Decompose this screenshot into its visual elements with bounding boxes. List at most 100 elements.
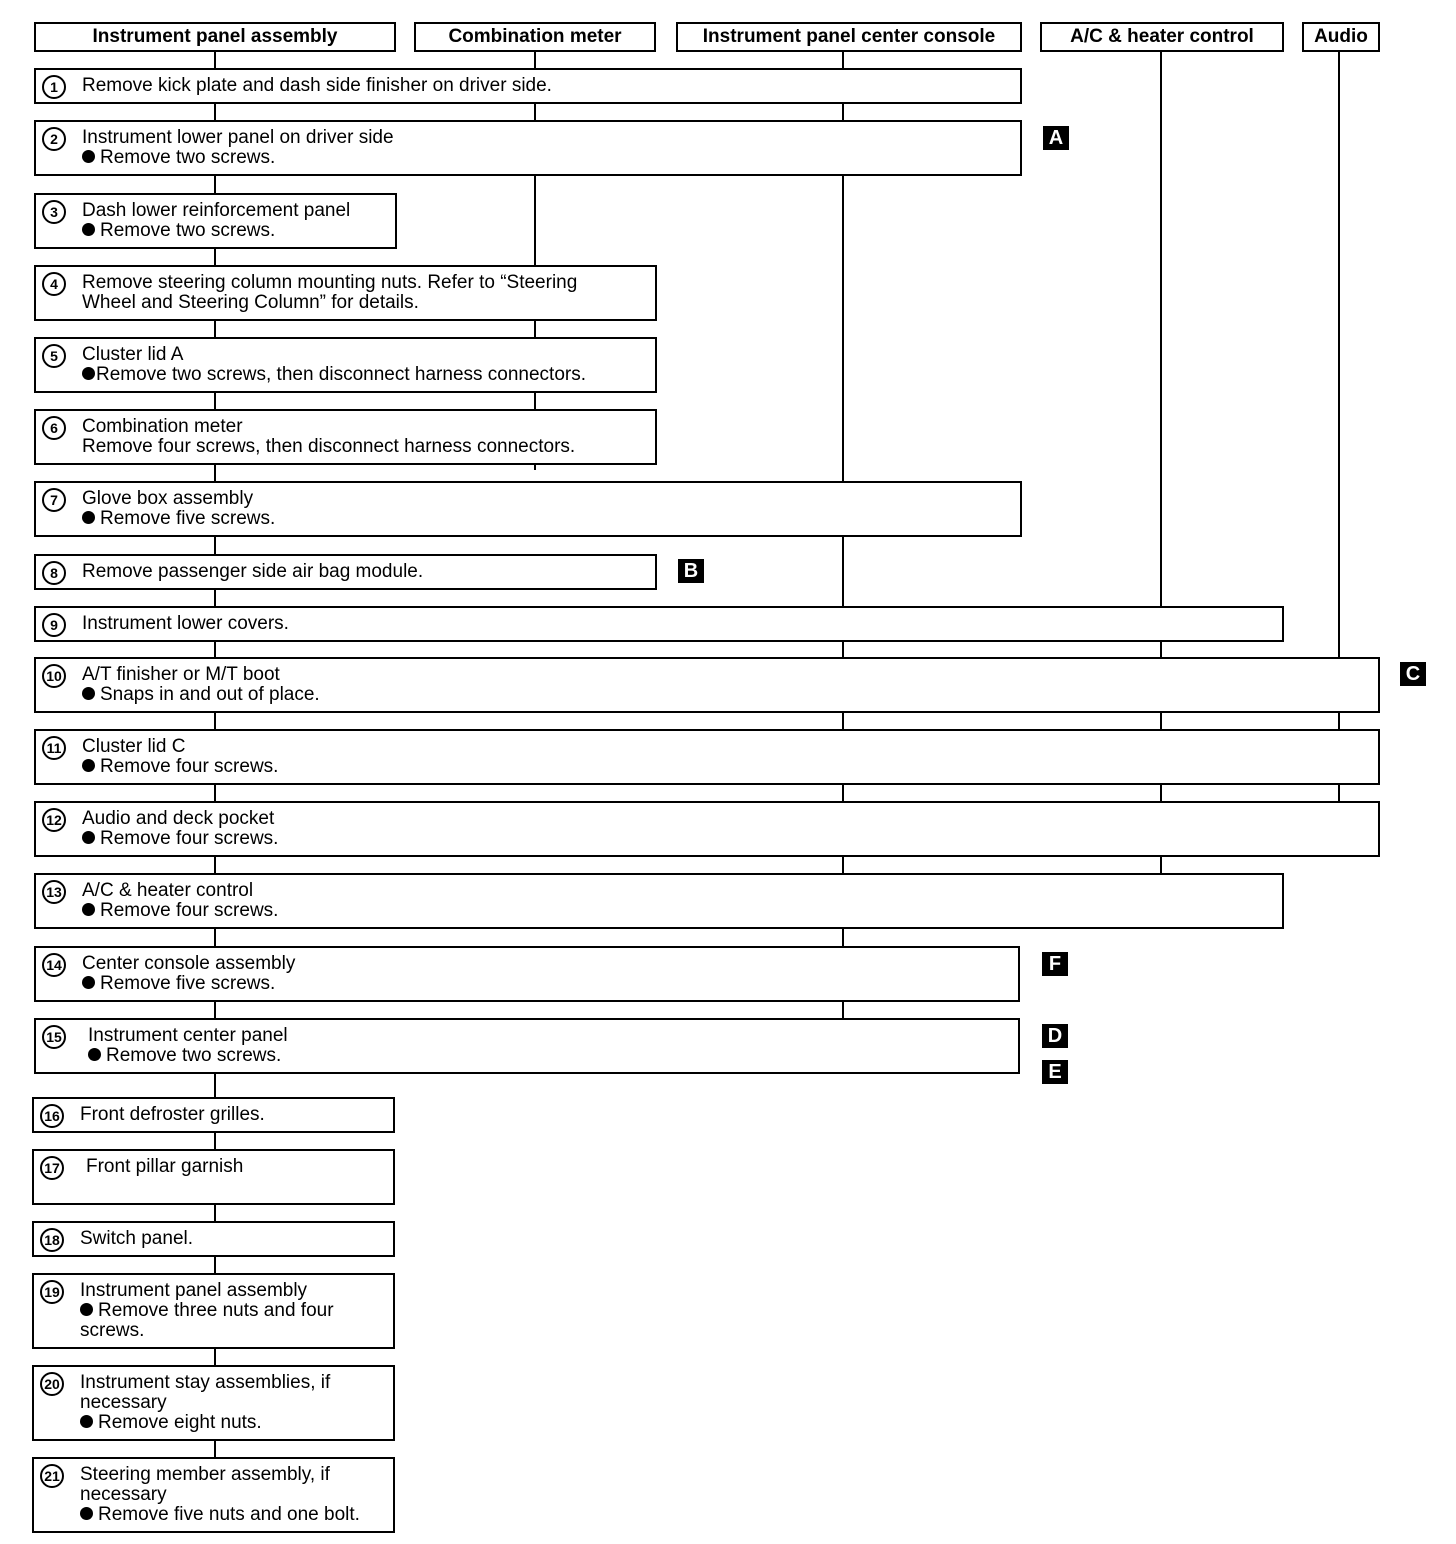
step-text: Front pillar garnish <box>86 1156 244 1177</box>
step-5-box: 5 Cluster lid A Remove two screws, then … <box>34 337 657 393</box>
step-3-box: 3 Dash lower reinforcement panel Remove … <box>34 193 397 249</box>
step-detail: Remove three nuts and four <box>98 1300 334 1321</box>
step-number-badge: 21 <box>40 1464 64 1488</box>
flow-line-combination-meter <box>534 50 536 470</box>
bullet-icon <box>82 831 95 844</box>
step-detail: Remove two screws. <box>106 1045 282 1066</box>
step-12-box: 12 Audio and deck pocket Remove four scr… <box>34 801 1380 857</box>
step-text: A/T finisher or M/T boot <box>82 664 280 685</box>
step-number-badge: 3 <box>42 200 66 224</box>
step-text: Instrument lower covers. <box>82 613 289 634</box>
reference-marker-b: B <box>678 559 704 583</box>
step-text: Cluster lid A <box>82 344 184 365</box>
step-21-box: 21 Steering member assembly, if necessar… <box>32 1457 395 1533</box>
step-number-badge: 2 <box>42 127 66 151</box>
step-text-continued: necessary <box>80 1392 167 1413</box>
step-text: Audio and deck pocket <box>82 808 275 829</box>
reference-marker-a: A <box>1043 126 1069 150</box>
step-1-box: 1 Remove kick plate and dash side finish… <box>34 68 1022 104</box>
step-text-continued: necessary <box>80 1484 167 1505</box>
step-detail: Remove five screws. <box>100 508 276 529</box>
step-number-badge: 12 <box>42 808 66 832</box>
step-number-badge: 15 <box>42 1025 66 1049</box>
step-text: A/C & heater control <box>82 880 254 901</box>
header-combination-meter: Combination meter <box>414 22 656 52</box>
step-number-badge: 19 <box>40 1280 64 1304</box>
step-detail: Remove four screws. <box>100 828 279 849</box>
step-text: Cluster lid C <box>82 736 186 757</box>
bullet-icon <box>80 1415 93 1428</box>
step-text: Combination meter <box>82 416 243 437</box>
step-7-box: 7 Glove box assembly Remove five screws. <box>34 481 1022 537</box>
step-detail: Remove two screws, then disconnect harne… <box>96 364 587 385</box>
step-15-box: 15 Instrument center panel Remove two sc… <box>34 1018 1020 1074</box>
flow-line-audio <box>1338 50 1340 805</box>
step-text: Remove kick plate and dash side finisher… <box>82 75 552 96</box>
step-14-box: 14 Center console assembly Remove five s… <box>34 946 1020 1002</box>
step-detail: Remove two screws. <box>100 147 276 168</box>
step-number-badge: 10 <box>42 664 66 688</box>
reference-marker-f: F <box>1042 952 1068 976</box>
header-instrument-panel-center-console: Instrument panel center console <box>676 22 1022 52</box>
header-instrument-panel-assembly: Instrument panel assembly <box>34 22 396 52</box>
step-text: Instrument panel assembly <box>80 1280 308 1301</box>
bullet-icon <box>82 759 95 772</box>
bullet-icon <box>82 903 95 916</box>
bullet-icon <box>80 1303 93 1316</box>
step-number-badge: 20 <box>40 1372 64 1396</box>
bullet-icon <box>82 976 95 989</box>
step-13-box: 13 A/C & heater control Remove four scre… <box>34 873 1284 929</box>
step-18-box: 18 Switch panel. <box>32 1221 395 1257</box>
bullet-icon <box>80 1507 93 1520</box>
bullet-icon <box>82 150 95 163</box>
reference-marker-d: D <box>1042 1024 1068 1048</box>
step-11-box: 11 Cluster lid C Remove four screws. <box>34 729 1380 785</box>
step-8-box: 8 Remove passenger side air bag module. <box>34 554 657 590</box>
step-10-box: 10 A/T finisher or M/T boot Snaps in and… <box>34 657 1380 713</box>
step-detail: Remove four screws, then disconnect harn… <box>82 436 576 457</box>
step-2-box: 2 Instrument lower panel on driver side … <box>34 120 1022 176</box>
step-number-badge: 9 <box>42 613 66 637</box>
step-text: Instrument lower panel on driver side <box>82 127 394 148</box>
step-text: Remove passenger side air bag module. <box>82 561 424 582</box>
step-19-box: 19 Instrument panel assembly Remove thre… <box>32 1273 395 1349</box>
step-number-badge: 4 <box>42 272 66 296</box>
step-number-badge: 13 <box>42 880 66 904</box>
step-text: Instrument stay assemblies, if <box>80 1372 331 1393</box>
step-detail: Snaps in and out of place. <box>100 684 320 705</box>
step-4-box: 4 Remove steering column mounting nuts. … <box>34 265 657 321</box>
step-detail: Remove four screws. <box>100 756 279 777</box>
step-9-box: 9 Instrument lower covers. <box>34 606 1284 642</box>
step-number-badge: 16 <box>40 1104 64 1128</box>
step-number-badge: 1 <box>42 75 66 99</box>
header-audio: Audio <box>1302 22 1380 52</box>
step-number-badge: 6 <box>42 416 66 440</box>
step-number-badge: 17 <box>40 1156 64 1180</box>
step-6-box: 6 Combination meter Remove four screws, … <box>34 409 657 465</box>
step-text: Front defroster grilles. <box>80 1104 265 1125</box>
step-number-badge: 14 <box>42 953 66 977</box>
step-number-badge: 8 <box>42 561 66 585</box>
step-number-badge: 18 <box>40 1228 64 1252</box>
bullet-icon <box>82 511 95 524</box>
step-number-badge: 11 <box>42 736 66 760</box>
bullet-icon <box>82 687 95 700</box>
step-text: Center console assembly <box>82 953 296 974</box>
step-text: Dash lower reinforcement panel <box>82 200 351 221</box>
step-detail: Remove two screws. <box>100 220 276 241</box>
bullet-icon <box>88 1048 101 1061</box>
step-text: Steering member assembly, if <box>80 1464 330 1485</box>
step-detail: Remove four screws. <box>100 900 279 921</box>
step-text: Glove box assembly <box>82 488 254 509</box>
step-detail: Wheel and Steering Column” for details. <box>82 292 419 313</box>
step-detail-continued: screws. <box>80 1320 145 1341</box>
header-ac-heater-control: A/C & heater control <box>1040 22 1284 52</box>
reference-marker-e: E <box>1042 1060 1068 1084</box>
step-20-box: 20 Instrument stay assemblies, if necess… <box>32 1365 395 1441</box>
step-detail: Remove five screws. <box>100 973 276 994</box>
step-text: Instrument center panel <box>88 1025 288 1046</box>
step-detail: Remove five nuts and one bolt. <box>98 1504 360 1525</box>
step-17-box: 17 Front pillar garnish <box>32 1149 395 1205</box>
step-16-box: 16 Front defroster grilles. <box>32 1097 395 1133</box>
